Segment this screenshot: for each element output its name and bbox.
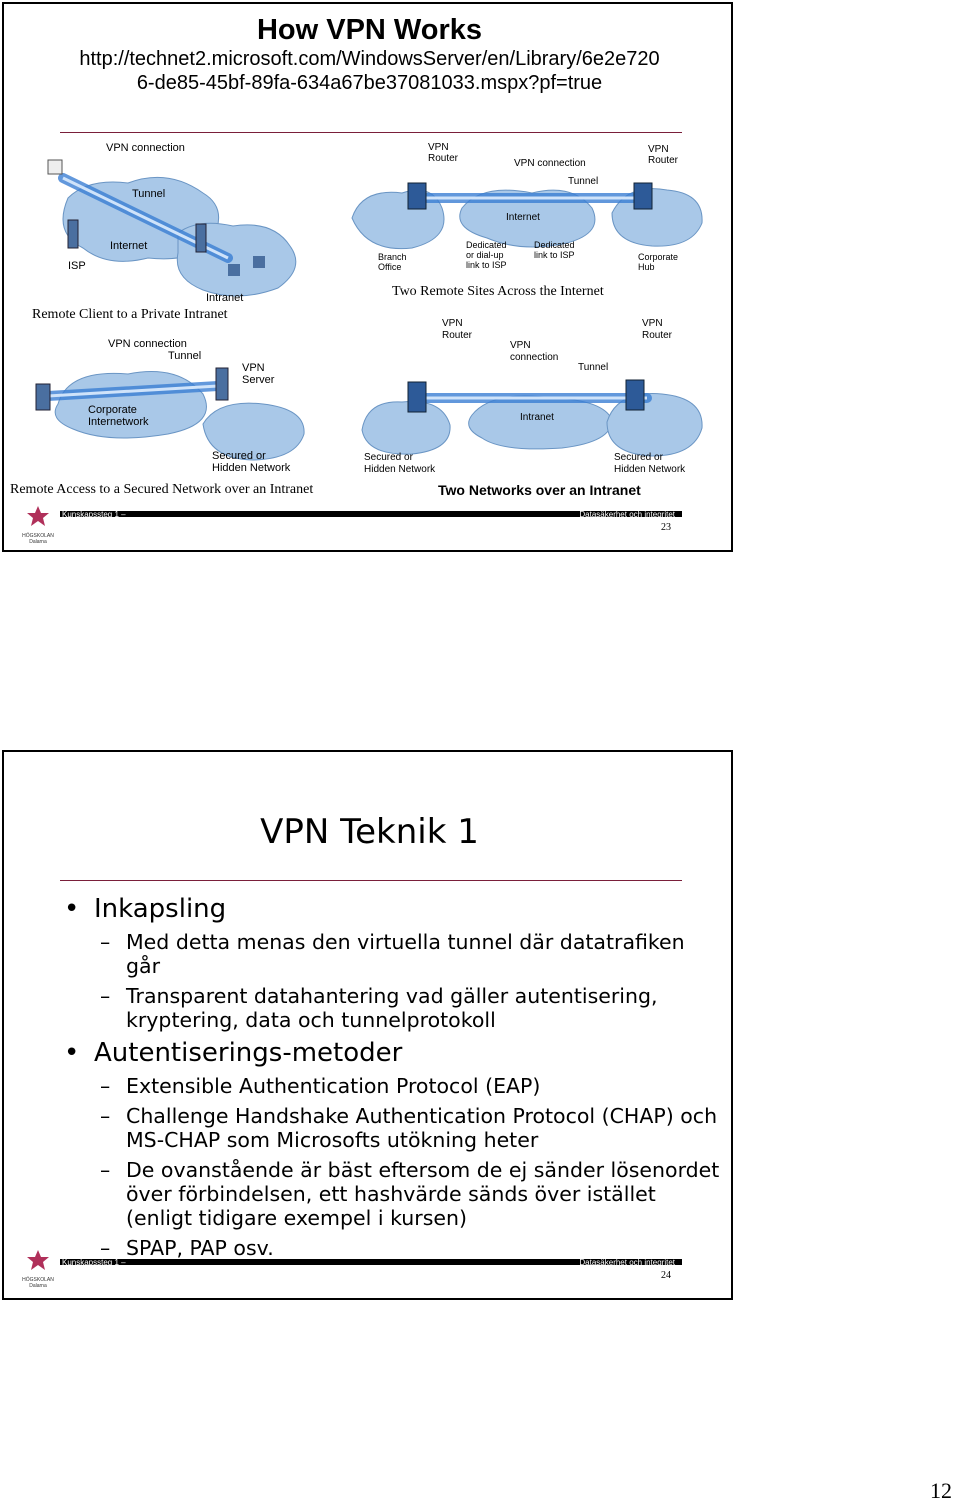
label-vpn-connection: VPN connection bbox=[510, 340, 559, 363]
star-logo-icon bbox=[27, 1250, 49, 1270]
source-url-line2: 6-de85-45bf-89fa-634a67be37081033.mspx?p… bbox=[136, 72, 603, 94]
slide-title: How VPN Works bbox=[256, 14, 483, 46]
sub-bullet: Extensible Authentication Protocol (EAP) bbox=[100, 1074, 724, 1098]
label-dedicated-link: Dedicated link to ISP bbox=[534, 240, 575, 260]
label-secured-network-right: Secured or Hidden Network bbox=[614, 452, 686, 475]
logo-text: HÖGSKOLAN Dalarna bbox=[22, 1277, 54, 1289]
diagram-remote-client: VPN connection Tunnel Internet ISP Intra… bbox=[28, 138, 318, 306]
bullet-autentiseringsmetoder: Autentiserings-metoder bbox=[64, 1038, 724, 1068]
label-corporate-internetwork: Corporate Internetwork bbox=[88, 404, 149, 428]
slide-page-number: 23 bbox=[661, 522, 671, 533]
label-tunnel: Tunnel bbox=[132, 188, 166, 200]
diagram-two-networks: VPN Router VPN connection VPN Router Tun… bbox=[342, 310, 712, 476]
slide-vpn-teknik: VPN Teknik 1 Inkapsling Med detta menas … bbox=[2, 750, 733, 1300]
document-page-number: 12 bbox=[930, 1478, 952, 1503]
logo: HÖGSKOLAN Dalarna bbox=[18, 1248, 58, 1289]
label-corporate-hub: Corporate Hub bbox=[638, 252, 679, 272]
label-vpn-router-right: VPN Router bbox=[648, 144, 679, 166]
bullet-list: Inkapsling Med detta menas den virtuella… bbox=[64, 894, 724, 1266]
caption-remote-client: Remote Client to a Private Intranet bbox=[32, 307, 228, 322]
label-vpn-router-left: VPN Router bbox=[428, 142, 459, 164]
label-internet: Internet bbox=[110, 240, 148, 252]
footer-bar bbox=[60, 1259, 682, 1265]
slide-page-number: 24 bbox=[661, 1270, 671, 1281]
label-isp: ISP bbox=[68, 260, 86, 272]
caption-remote-access: Remote Access to a Secured Network over … bbox=[10, 482, 314, 497]
label-branch-office: Branch Office bbox=[378, 252, 407, 272]
label-tunnel: Tunnel bbox=[578, 362, 609, 373]
label-internet: Internet bbox=[506, 212, 540, 223]
label-secured-network-left: Secured or Hidden Network bbox=[364, 452, 436, 475]
diagram-remote-sites: VPN Router VPN connection VPN Router Tun… bbox=[342, 138, 712, 278]
sub-bullet: Transparent datahantering vad gäller aut… bbox=[100, 984, 724, 1032]
caption-two-networks: Two Networks over an Intranet bbox=[438, 482, 641, 498]
slide-how-vpn-works: How VPN Works http://technet2.microsoft.… bbox=[2, 2, 733, 552]
label-vpn-connection: VPN connection bbox=[108, 338, 187, 350]
label-vpn-connection: VPN connection bbox=[106, 142, 185, 154]
logo-text: HÖGSKOLAN Dalarna bbox=[22, 533, 54, 545]
footer-subject: Datasäkerhet och integritet bbox=[579, 510, 675, 519]
diagram-remote-access: VPN connection Tunnel VPN Server Corpora… bbox=[28, 334, 318, 476]
footer-course: Kunskapssteg 1 – bbox=[62, 1258, 126, 1267]
label-dialup-link: Dedicated or dial-up link to ISP bbox=[466, 240, 507, 270]
sub-bullet: De ovanstående är bäst eftersom de ej sä… bbox=[100, 1158, 724, 1230]
label-tunnel: Tunnel bbox=[168, 350, 202, 362]
label-tunnel: Tunnel bbox=[568, 176, 599, 187]
title-rule bbox=[60, 132, 682, 133]
star-logo-icon bbox=[27, 506, 49, 526]
label-vpn-server: VPN Server bbox=[242, 362, 275, 386]
footer-subject: Datasäkerhet och integritet bbox=[579, 1258, 675, 1267]
logo: HÖGSKOLAN Dalarna bbox=[18, 504, 58, 545]
footer-course: Kunskapssteg 1 – bbox=[62, 510, 126, 519]
label-intranet: Intranet bbox=[520, 412, 554, 423]
label-secured-network: Secured or Hidden Network bbox=[212, 450, 291, 474]
bullet-inkapsling: Inkapsling bbox=[64, 894, 724, 924]
sub-bullet: SPAP, PAP osv. bbox=[100, 1236, 724, 1260]
label-vpn-router-right: VPN Router bbox=[642, 318, 673, 341]
label-intranet: Intranet bbox=[206, 292, 244, 304]
sub-bullet: Med detta menas den virtuella tunnel där… bbox=[100, 930, 724, 978]
sub-bullet: Challenge Handshake Authentication Proto… bbox=[100, 1104, 724, 1152]
label-vpn-connection: VPN connection bbox=[514, 158, 586, 169]
source-url-line1: http://technet2.microsoft.com/WindowsSer… bbox=[79, 48, 660, 70]
slide-title: VPN Teknik 1 bbox=[260, 812, 479, 852]
title-rule bbox=[60, 880, 682, 881]
caption-remote-sites: Two Remote Sites Across the Internet bbox=[392, 284, 604, 299]
footer-bar bbox=[60, 511, 682, 517]
label-vpn-router-left: VPN Router bbox=[442, 318, 473, 341]
